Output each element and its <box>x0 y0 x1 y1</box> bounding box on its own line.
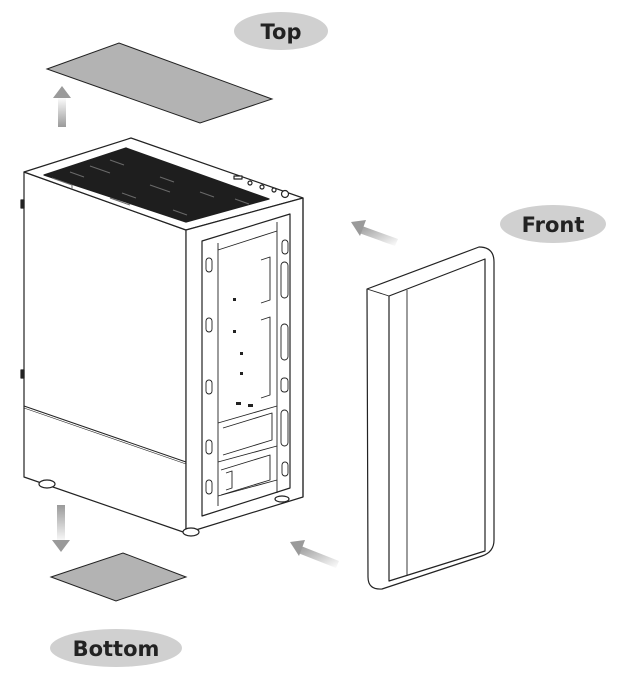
top-label: Top <box>261 20 302 44</box>
arrow-up-icon <box>53 86 71 127</box>
front-label-bubble: Front <box>500 205 606 243</box>
arrow-diagonal-lower-icon <box>290 540 339 568</box>
case-foot <box>182 527 200 537</box>
front-frame-opening <box>201 213 291 517</box>
case-foot <box>274 495 290 503</box>
bottom-label: Bottom <box>73 637 160 661</box>
bottom-label-bubble: Bottom <box>50 629 182 667</box>
case-foot <box>38 479 56 489</box>
top-dust-filter <box>45 42 274 124</box>
pc-case <box>20 137 304 537</box>
arrow-down-icon <box>52 505 70 552</box>
front-io-ports <box>233 175 290 199</box>
arrow-diagonal-upper-icon <box>351 220 398 246</box>
front-label: Front <box>522 213 585 237</box>
bottom-dust-filter <box>49 552 188 602</box>
top-label-bubble: Top <box>234 12 328 50</box>
left-side-panel <box>23 171 187 534</box>
top-mesh <box>43 147 270 223</box>
front-panel <box>366 246 495 590</box>
